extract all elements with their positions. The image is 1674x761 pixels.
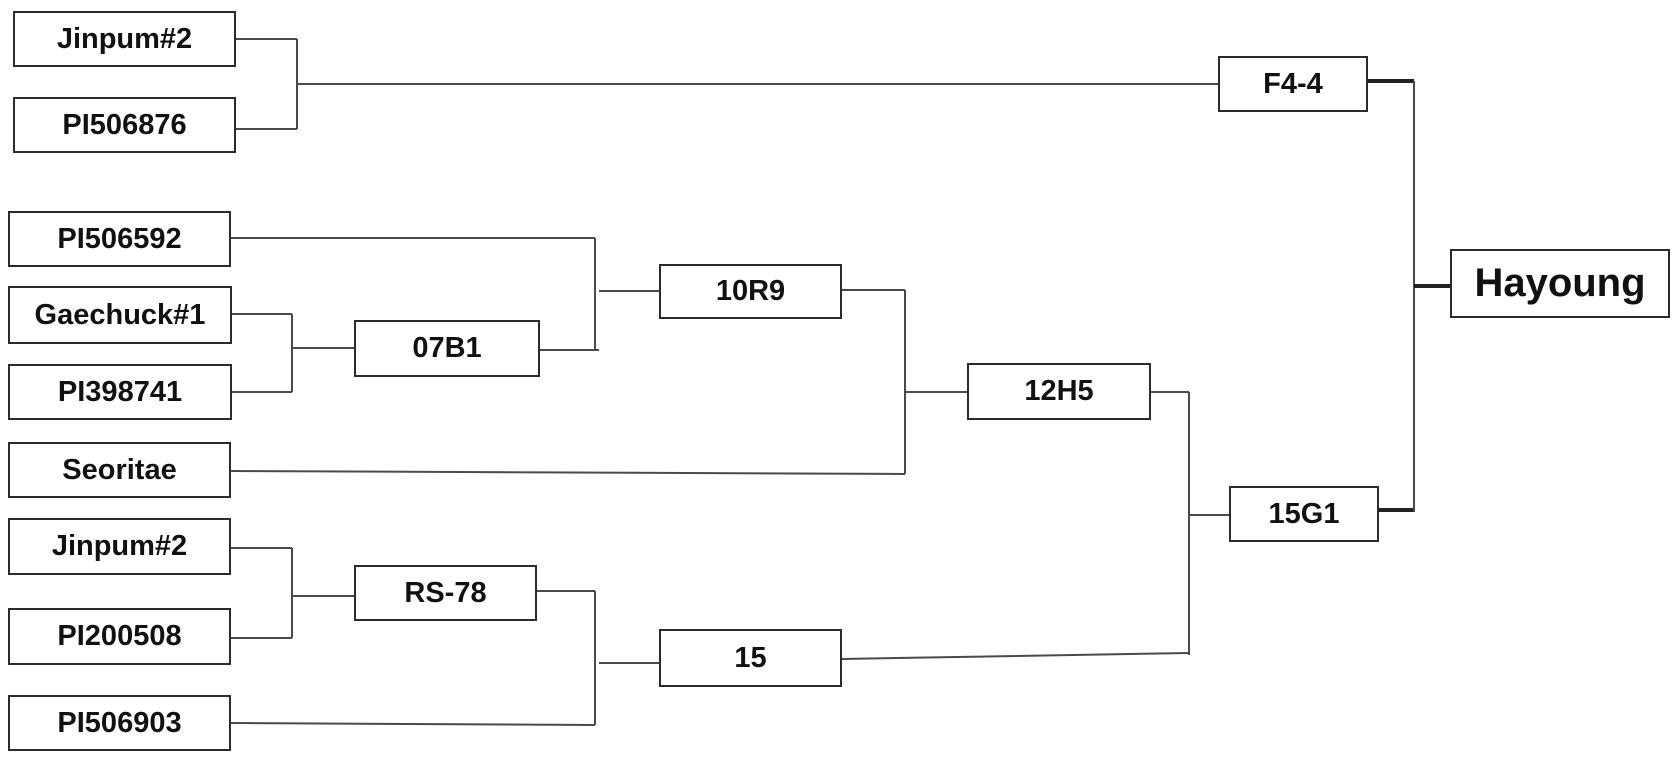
node-pi398741: PI398741 [8, 364, 232, 420]
node-15: 15 [659, 629, 842, 687]
node-10r9: 10R9 [659, 264, 842, 319]
node-seoritae: Seoritae [8, 442, 231, 498]
node-jinpum2-bottom: Jinpum#2 [8, 518, 231, 575]
connector [230, 470, 906, 475]
node-pi506903: PI506903 [8, 695, 231, 751]
connector [230, 722, 596, 726]
node-07b1: 07B1 [354, 320, 540, 377]
node-jinpum2-top: Jinpum#2 [13, 11, 236, 67]
node-15g1: 15G1 [1229, 486, 1379, 542]
node-gaechuck1: Gaechuck#1 [8, 286, 232, 344]
node-pi200508: PI200508 [8, 608, 231, 665]
node-12h5: 12H5 [967, 363, 1151, 420]
node-pi506592: PI506592 [8, 211, 231, 267]
connector [841, 652, 1190, 660]
node-pi506876: PI506876 [13, 97, 236, 153]
node-hayoung: Hayoung [1450, 249, 1670, 318]
node-rs-78: RS-78 [354, 565, 537, 621]
node-f4-4: F4-4 [1218, 56, 1368, 112]
